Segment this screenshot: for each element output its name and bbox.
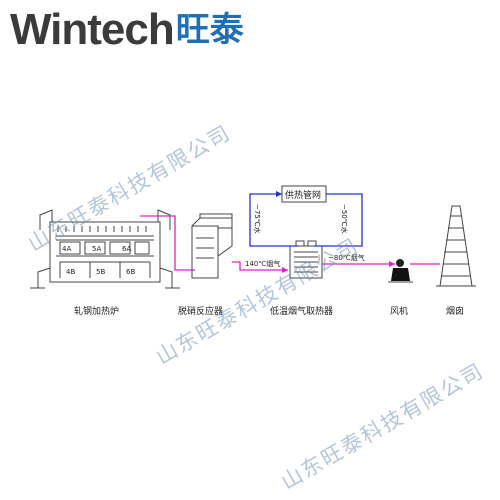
logo-text-zh: 旺泰 (175, 10, 244, 50)
water-pipe-supply (249, 193, 298, 247)
fan-label: 风机 (390, 305, 408, 317)
gas-out-label: ~80℃烟气 (328, 253, 365, 262)
water-pipe-return (314, 193, 363, 247)
furnace-tag: 6A (122, 245, 131, 253)
flow-arrow (276, 191, 282, 197)
flue-pipe-furnace-reactor (140, 215, 195, 271)
denitration-reactor (191, 213, 233, 279)
furnace-label: 轧钢加热炉 (74, 305, 119, 317)
flow-arrow (282, 267, 288, 273)
water-supply-temp: ~75℃水 (253, 204, 262, 234)
furnace-tag: 4A (62, 245, 71, 253)
furnace (30, 209, 180, 289)
logo-text-en: Wintech (10, 5, 175, 54)
flow-arrow (389, 261, 395, 267)
chimney (436, 205, 476, 287)
chimney-label: 烟囱 (446, 305, 464, 317)
flue-pipe-reactor-exchanger (232, 261, 288, 271)
furnace-tag: 4B (66, 268, 75, 276)
heating-network-label: 供热管网 (285, 189, 321, 201)
company-logo: Wintech 旺泰 (10, 6, 244, 54)
fan (388, 259, 413, 283)
heat-exchanger (289, 240, 323, 279)
gas-in-label: 140℃烟气 (245, 259, 280, 268)
furnace-tag: 6B (126, 268, 135, 276)
water-return-temp: ~50℃水 (340, 204, 349, 234)
furnace-tag: 5A (92, 245, 101, 253)
reactor-label: 脱硝反应器 (178, 305, 223, 317)
furnace-tag: 5B (96, 268, 105, 276)
exchanger-label: 低温烟气取热器 (270, 305, 333, 317)
